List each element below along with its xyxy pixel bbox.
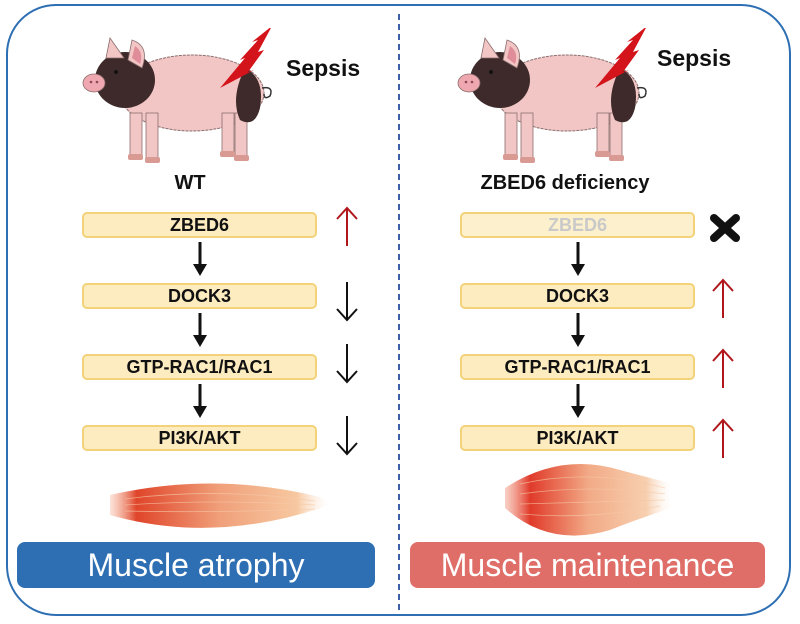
panel-wild-type: Sepsis WT ZBED6 DOCK3 GTP-RAC1/RAC1 PI3K… (17, 28, 375, 588)
flow-arrow-down-icon (571, 313, 585, 347)
pathway-node-zbed6-absent: ZBED6 (460, 212, 695, 238)
stimulus-label: Sepsis (657, 45, 732, 71)
muscle-thick-illustration (505, 464, 672, 536)
flow-arrow-down-icon (193, 242, 207, 276)
outcome-badge-maintenance: Muscle maintenance (410, 542, 765, 588)
flow-arrow-down-icon (193, 384, 207, 418)
panel-zbed6-deficiency: Sepsis ZBED6 deficiency ZBED6 DOCK3 GTP-… (400, 0, 800, 624)
pig-illustration (82, 28, 272, 163)
pathway-node-rac1: GTP-RAC1/RAC1 (460, 354, 695, 380)
pathway-node-zbed6: ZBED6 (82, 212, 317, 238)
outcome-badge-atrophy: Muscle atrophy (17, 542, 375, 588)
pathway-node-pi3k-akt: PI3K/AKT (82, 425, 317, 451)
panel-divider (398, 14, 400, 610)
arrow-down-icon (336, 344, 358, 384)
stimulus-label: Sepsis (286, 55, 361, 81)
pig-icon (457, 37, 647, 163)
pathway-node-dock3: DOCK3 (460, 283, 695, 309)
pig-illustration (457, 28, 647, 163)
arrow-down-icon (336, 416, 358, 456)
pathway-node-rac1: GTP-RAC1/RAC1 (82, 354, 317, 380)
cross-icon (710, 214, 740, 242)
arrow-up-icon (336, 206, 358, 246)
flow-arrow-down-icon (193, 313, 207, 347)
lightning-icon (220, 28, 271, 88)
muscle-thin-illustration (110, 483, 330, 528)
lightning-icon (595, 28, 646, 88)
pathway-node-pi3k-akt: PI3K/AKT (460, 425, 695, 451)
pathway-node-dock3: DOCK3 (82, 283, 317, 309)
arrow-down-icon (336, 282, 358, 322)
arrow-up-icon (712, 278, 734, 318)
genotype-label: WT (174, 172, 206, 194)
pig-icon (82, 37, 272, 163)
figure-frame (6, 4, 791, 616)
genotype-label: ZBED6 deficiency (480, 172, 650, 194)
arrow-up-icon (712, 418, 734, 458)
flow-arrow-down-icon (571, 242, 585, 276)
flow-arrow-down-icon (571, 384, 585, 418)
arrow-up-icon (712, 348, 734, 388)
